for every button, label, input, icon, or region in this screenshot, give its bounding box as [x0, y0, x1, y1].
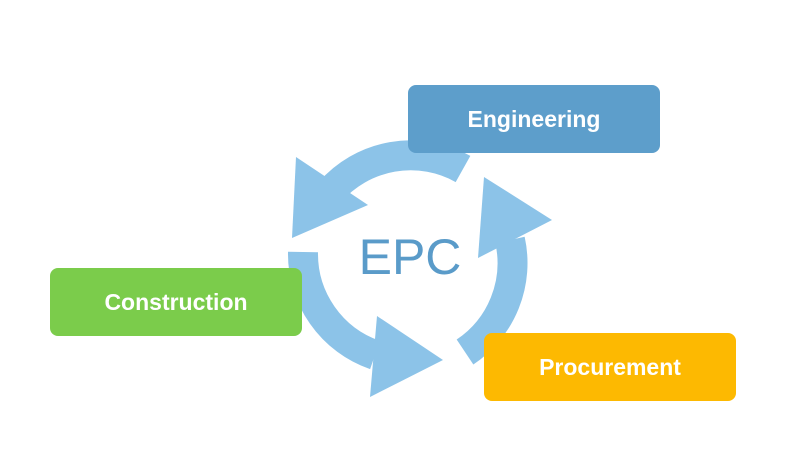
arrowhead-bottom — [370, 316, 443, 397]
stage-engineering: Engineering — [408, 85, 660, 153]
arrowhead-top-right — [478, 177, 552, 258]
arrow-engineering-to-construction — [318, 140, 471, 203]
arrow-construction-to-procurement — [287, 251, 381, 370]
center-label: EPC — [358, 229, 462, 285]
stage-procurement: Procurement — [484, 333, 736, 401]
arrow-procurement-to-engineering — [456, 236, 528, 365]
stage-construction: Construction — [50, 268, 302, 336]
arrowhead-top-left — [292, 157, 368, 238]
